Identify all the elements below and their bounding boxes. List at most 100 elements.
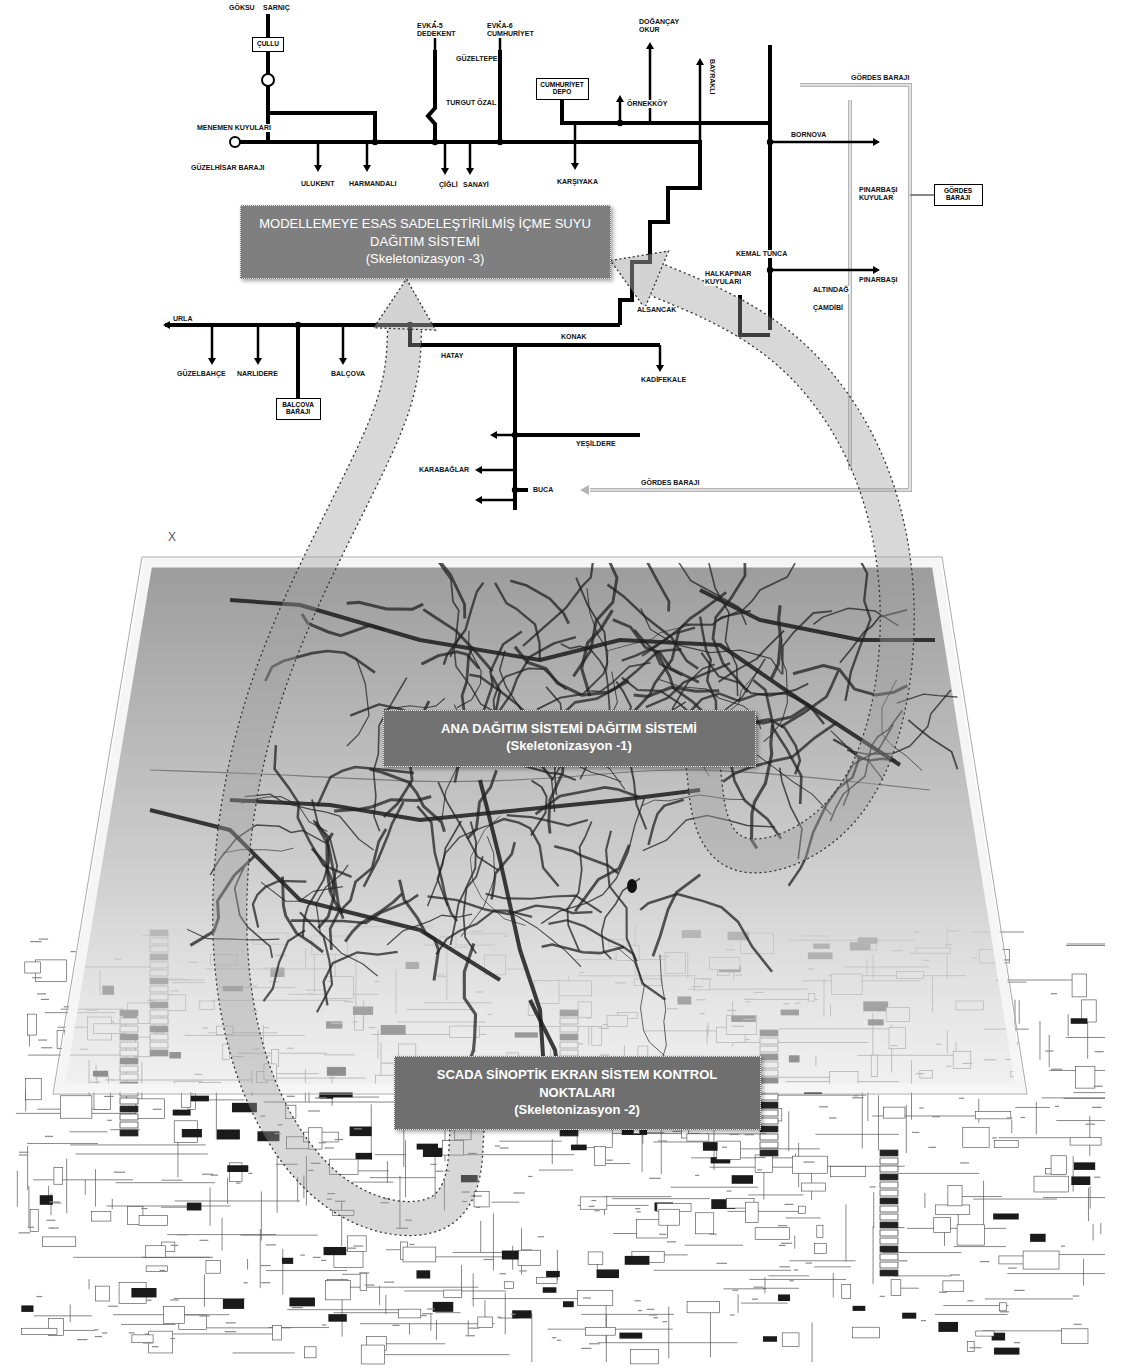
scada-tag [980,1261,989,1262]
scada-wire [34,1315,92,1316]
scada-wire [70,1305,71,1323]
scada-frame [478,1317,493,1327]
scada-wire [924,1193,925,1208]
scada-frame [145,1246,165,1257]
branch-line [211,325,214,360]
scada-tag [790,1280,794,1281]
scada-frame [1000,1303,1007,1311]
street [622,628,695,661]
scada-wire [1090,1186,1091,1208]
pipe-line [296,325,300,398]
street [264,930,305,1001]
street [334,797,431,812]
main-road [230,600,900,765]
scada-tag [226,1322,236,1323]
flow-arrowhead [314,165,322,172]
branch-line [649,47,652,123]
scada-tag [313,1257,321,1258]
scada-frame [361,1345,384,1364]
scada-tag [236,1182,241,1183]
scada-frame [403,1247,436,1262]
scada-device [778,1294,790,1301]
street [510,581,568,624]
scada-tag [752,1299,758,1300]
flow-arrowhead [646,42,654,49]
scada-tag [38,1039,47,1040]
scada-wire [873,1192,874,1228]
scada-tag [1051,1069,1062,1070]
scada-tag [1020,1117,1025,1118]
scada-tag [102,1332,107,1333]
scada-tag [129,1332,135,1333]
scada-tag [649,1314,657,1315]
branch-line [469,142,472,170]
scada-wire [385,1295,386,1314]
scada-tag [30,941,41,942]
street [432,487,466,619]
scada-tag [912,1132,919,1133]
scada-frame [518,1250,540,1265]
scada-tag [108,1306,118,1307]
scada-frame [994,1141,1018,1148]
place-label: ÖRNEKKÖY [626,100,668,108]
arrow-head [374,279,436,330]
junction-dot [497,139,503,145]
street [400,880,439,981]
scada-tag [354,1128,362,1129]
scada-tag [36,1296,42,1297]
scada-tag [45,1136,53,1137]
scada-tag [266,1244,276,1245]
scada-device [328,1314,346,1322]
scada-frame [60,1096,92,1118]
scada-tag [41,1047,52,1048]
street [653,875,700,957]
scada-wire [1088,1188,1089,1221]
scada-wire [815,1134,899,1135]
scada-wire [1042,1097,1105,1098]
scada-frame [687,1134,709,1141]
box-title: MODELLEMEYE ESAS SADELEŞTİRİLMİŞ İÇME SU… [253,215,598,250]
scada-device [619,1333,642,1339]
junction-dot [295,322,301,328]
scada-wire [727,1211,805,1212]
scada-frame [852,1327,879,1338]
branch-line [342,325,345,360]
scada-tag [1095,1051,1104,1052]
scada-device [182,1129,202,1137]
scada-wire [1067,943,1105,944]
scada-wire [943,1305,1008,1306]
scada-tag [939,1292,947,1293]
street [317,767,414,806]
junction-dot [767,267,773,273]
scada-wire [1074,1092,1105,1093]
street [492,842,515,899]
scada-wire [73,1257,209,1258]
place-label: ÇAMDİBİ [812,304,844,312]
scada-frame [687,1301,719,1313]
scada-wire [814,1266,851,1267]
scada-tag [353,1245,363,1246]
scada-wire [956,1196,1002,1197]
scada-frame [54,1167,63,1184]
scada-tag [635,1208,640,1209]
scada-tag [709,1234,716,1235]
scada-wire [95,1169,96,1206]
scada-tag [781,1243,792,1244]
scada-frame [842,1284,851,1298]
scada-wire [75,1153,207,1154]
scada-tag [41,999,49,1000]
scada-tag [19,1232,31,1233]
place-label: KARŞIYAKA [556,178,599,186]
box-subtitle: (Skeletonizasyon -1) [396,737,743,755]
scada-tag [321,1260,326,1261]
scada-wire [277,1155,278,1212]
scada-tag [870,1186,876,1187]
scada-wire [112,1199,113,1209]
scada-wire [1019,1000,1020,1024]
scada-wire [17,1171,18,1207]
scada-tag [727,1190,732,1191]
scada-tag [717,1263,727,1264]
branch-line [659,345,662,367]
flow-arrowhead [208,358,216,365]
scada-device [546,1271,560,1277]
